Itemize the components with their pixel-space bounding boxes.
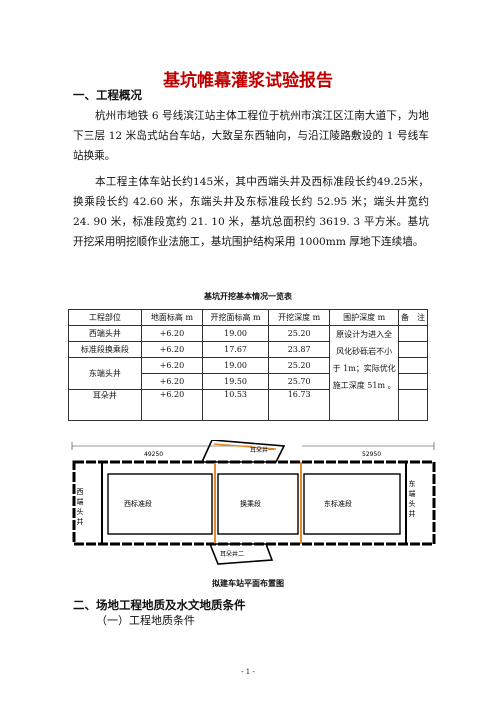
retaining-depth-note: 原设计为进入全风化砂砾岩不小于 1m；实际优化施工深度 51m 。 — [329, 325, 399, 421]
table-row: 西端头井 +6.20 19.00 25.20 原设计为进入全风化砂砾岩不小于 1… — [68, 325, 428, 421]
ear-well-joint — [213, 443, 277, 450]
table-cell: +6.20 — [140, 357, 204, 374]
section2-heading: 二、场地工程地质及水文地质条件 — [73, 598, 246, 612]
east-standard-label: 东标准段 — [324, 499, 352, 508]
table-cell: 17.67 — [202, 341, 269, 358]
document-title: 基坑帷幕灌浆试验报告 — [163, 71, 333, 91]
table-header: 开挖面标高 m — [202, 309, 269, 326]
table-cell: 19.50 — [202, 373, 269, 390]
table-header: 备 注 — [398, 309, 428, 326]
table-row: +6.20 19.50 25.70 — [69, 373, 428, 390]
table-cell: +6.20 — [140, 341, 204, 358]
table-cell: 耳朵井 — [68, 389, 142, 421]
dim-left-label: 49250 — [144, 451, 163, 458]
section1-paragraph-1: 杭州市地铁 6 号线滨江站主体工程位于杭州市滨江区江南大道下，为地下三层 12 … — [73, 110, 429, 162]
west-end-label: 西端头井 — [76, 488, 84, 528]
page-number: - 1 - — [241, 668, 255, 676]
plan-caption: 拟建车站平面布置图 — [212, 579, 284, 588]
east-end-label: 东端头井 — [408, 479, 416, 520]
table-cell: +6.20 — [140, 325, 204, 342]
table-cell: 10.53 — [202, 389, 269, 421]
table-row: 耳朵井 +6.20 10.53 16.73 — [68, 389, 428, 421]
table-cell: 25.20 — [267, 325, 331, 342]
west-standard-box — [107, 473, 213, 535]
table-cell — [398, 325, 428, 342]
ear-well-bottom-label: 耳朵井二 — [220, 550, 244, 558]
table-header: 开挖深度 m — [267, 309, 331, 326]
table-cell: 25.70 — [267, 373, 331, 390]
section2-subheading: （一）工程地质条件 — [96, 614, 195, 627]
transfer-box — [217, 473, 299, 535]
section1-paragraph-2: 本工程主体车站长约145米，其中西端头井及西标准段长约49.25米，换乘段长约 … — [73, 176, 429, 248]
table-cell: 25.20 — [267, 357, 331, 374]
table-header: 地面标高 m — [140, 309, 204, 326]
table-cell — [398, 341, 428, 358]
table-header: 工程部位 — [68, 309, 142, 326]
table-cell: 标准段换乘段 — [68, 341, 142, 358]
section1-heading: 一、工程概况 — [73, 88, 142, 102]
table-cell: +6.20 — [140, 373, 204, 390]
excavation-table: 工程部位 地面标高 m 开挖面标高 m 开挖深度 m 围护深度 m 备 注 西端… — [68, 309, 428, 421]
table-cell: 东端头井 — [68, 357, 142, 390]
ear-well-top — [200, 440, 286, 463]
table-cell: 19.00 — [202, 357, 269, 374]
station-plan-diagram: 49250 52950 西端头井 西标准段 换乘段 东标准段 东端头井 耳朵井一… — [71, 440, 436, 565]
table-cell — [398, 357, 428, 374]
ear-well-bottom — [208, 543, 274, 565]
table-header-row: 工程部位 地面标高 m 开挖面标高 m 开挖深度 m 围护深度 m 备 注 — [68, 309, 428, 326]
table-cell: +6.20 — [140, 389, 204, 421]
table-cell: 西端头井 — [68, 325, 142, 342]
table-cell — [398, 389, 428, 421]
ear-well-top-label: 耳朵井一 — [250, 446, 274, 454]
table-cell: 23.87 — [267, 341, 331, 358]
dim-right-label: 52950 — [362, 451, 381, 458]
east-standard-box — [303, 473, 401, 535]
table-cell: 16.73 — [267, 389, 331, 421]
transfer-label: 换乘段 — [240, 499, 261, 508]
table-header: 围护深度 m — [329, 309, 399, 326]
table-cell — [398, 373, 428, 390]
table-cell: 19.00 — [202, 325, 269, 342]
west-standard-label: 西标准段 — [124, 499, 152, 508]
table-caption: 基坑开挖基本情况一览表 — [204, 292, 292, 301]
